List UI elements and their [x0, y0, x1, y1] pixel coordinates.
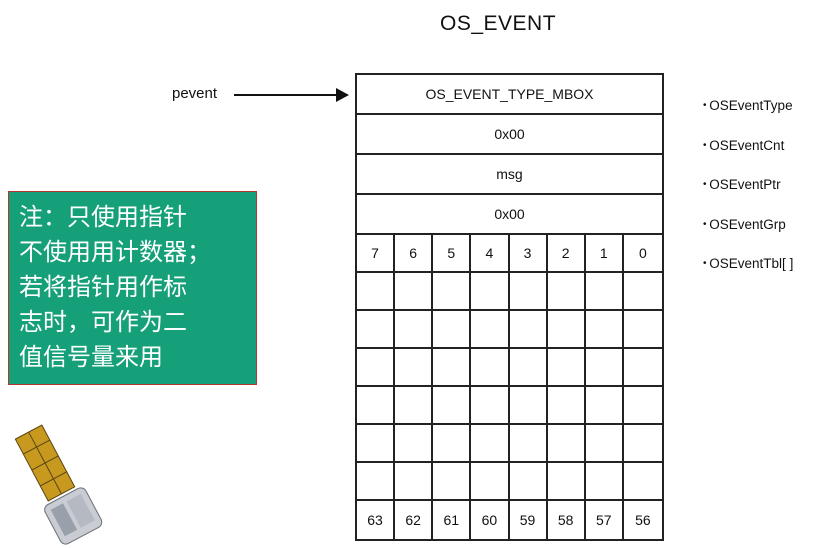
member-label-ptr: OSEventPtr: [703, 165, 793, 205]
table-cell: [471, 349, 510, 387]
table-cell: [357, 425, 396, 463]
table-cell: [623, 425, 662, 463]
table-cell: [547, 425, 586, 463]
field-event-ptr: msg: [355, 153, 664, 193]
table-cell: [433, 349, 472, 387]
field-event-grp: 0x00: [355, 193, 664, 233]
table-cell: [471, 311, 510, 349]
note-line: 注：只使用指针: [19, 203, 187, 231]
table-header-cell: 3: [509, 235, 548, 273]
table-header-cell: 2: [547, 235, 586, 273]
table-cell: [357, 463, 396, 501]
note-line: 不使用用计数器；: [19, 238, 211, 266]
table-cell: [547, 463, 586, 501]
table-footer-cell: 57: [586, 501, 624, 539]
table-footer-cell: 62: [395, 501, 434, 539]
satellite-image: [14, 424, 103, 545]
table-cell: [357, 349, 396, 387]
table-cell: [471, 463, 510, 501]
member-label-type: OSEventType: [703, 86, 793, 126]
table-cell: [623, 273, 662, 311]
table-cell: [623, 387, 662, 425]
table-cell: [509, 425, 548, 463]
table-cell: [433, 463, 472, 501]
table-cell: [433, 387, 472, 425]
member-label-grp: OSEventGrp: [703, 205, 793, 245]
table-cell: [395, 387, 434, 425]
note-box: 注：只使用指针 不使用用计数器； 若将指针用作标 志时，可作为二 值信号量来用: [8, 191, 257, 385]
table-header-cell: 4: [471, 235, 510, 273]
table-cell: [509, 387, 548, 425]
table-header-cell: 7: [357, 235, 396, 273]
table-header-cell: 6: [395, 235, 434, 273]
table-cell: [623, 463, 662, 501]
table-cell: [585, 273, 624, 311]
table-cell: [509, 273, 548, 311]
table-footer-cell: 60: [471, 501, 510, 539]
table-cell: [547, 273, 586, 311]
table-footer-cell: 61: [433, 501, 472, 539]
member-labels: OSEventType OSEventCnt OSEventPtr OSEven…: [703, 86, 793, 284]
table-footer-cell: 63: [357, 501, 396, 539]
table-cell: [433, 273, 472, 311]
note-line: 值信号量来用: [19, 343, 163, 371]
pointer-arrow-head: [336, 88, 349, 102]
field-event-type: OS_EVENT_TYPE_MBOX: [355, 73, 664, 113]
table-cell: [395, 349, 434, 387]
table-cell: [547, 387, 586, 425]
table-cell: [623, 349, 662, 387]
table-header-cell: 5: [433, 235, 472, 273]
table-cell: [471, 273, 510, 311]
table-cell: [585, 387, 624, 425]
table-cell: [433, 311, 472, 349]
table-cell: [509, 349, 548, 387]
table-cell: [471, 425, 510, 463]
diagram-title: OS_EVENT: [440, 12, 557, 35]
table-cell: [433, 425, 472, 463]
table-cell: [547, 349, 586, 387]
table-cell: [395, 273, 434, 311]
table-cell: [357, 311, 396, 349]
note-line: 若将指针用作标: [19, 273, 187, 301]
table-cell: [395, 425, 434, 463]
table-cell: [471, 387, 510, 425]
table-cell: [585, 425, 624, 463]
field-event-cnt: 0x00: [355, 113, 664, 153]
table-header-cell: 1: [585, 235, 624, 273]
table-footer-cell: 56: [635, 512, 651, 528]
table-cell: [585, 349, 624, 387]
table-cell: [357, 387, 396, 425]
table-cell: [585, 463, 624, 501]
table-cell: [357, 273, 396, 311]
table-footer-cell: 58: [548, 501, 586, 539]
table-cell: [547, 311, 586, 349]
table-cell: [509, 311, 548, 349]
table-footer-cell: 59: [510, 501, 548, 539]
table-cell: [509, 463, 548, 501]
table-cell: [623, 311, 662, 349]
pointer-label: pevent: [172, 85, 218, 102]
table-cell: [585, 311, 624, 349]
table-header-cell: 0: [623, 235, 662, 273]
member-label-cnt: OSEventCnt: [703, 126, 793, 166]
member-label-tbl: OSEventTbl[ ]: [703, 244, 793, 284]
table-cell: [395, 311, 434, 349]
note-line: 志时，可作为二: [19, 308, 187, 336]
table-cell: [395, 463, 434, 501]
pointer-arrow-line: [234, 94, 338, 96]
